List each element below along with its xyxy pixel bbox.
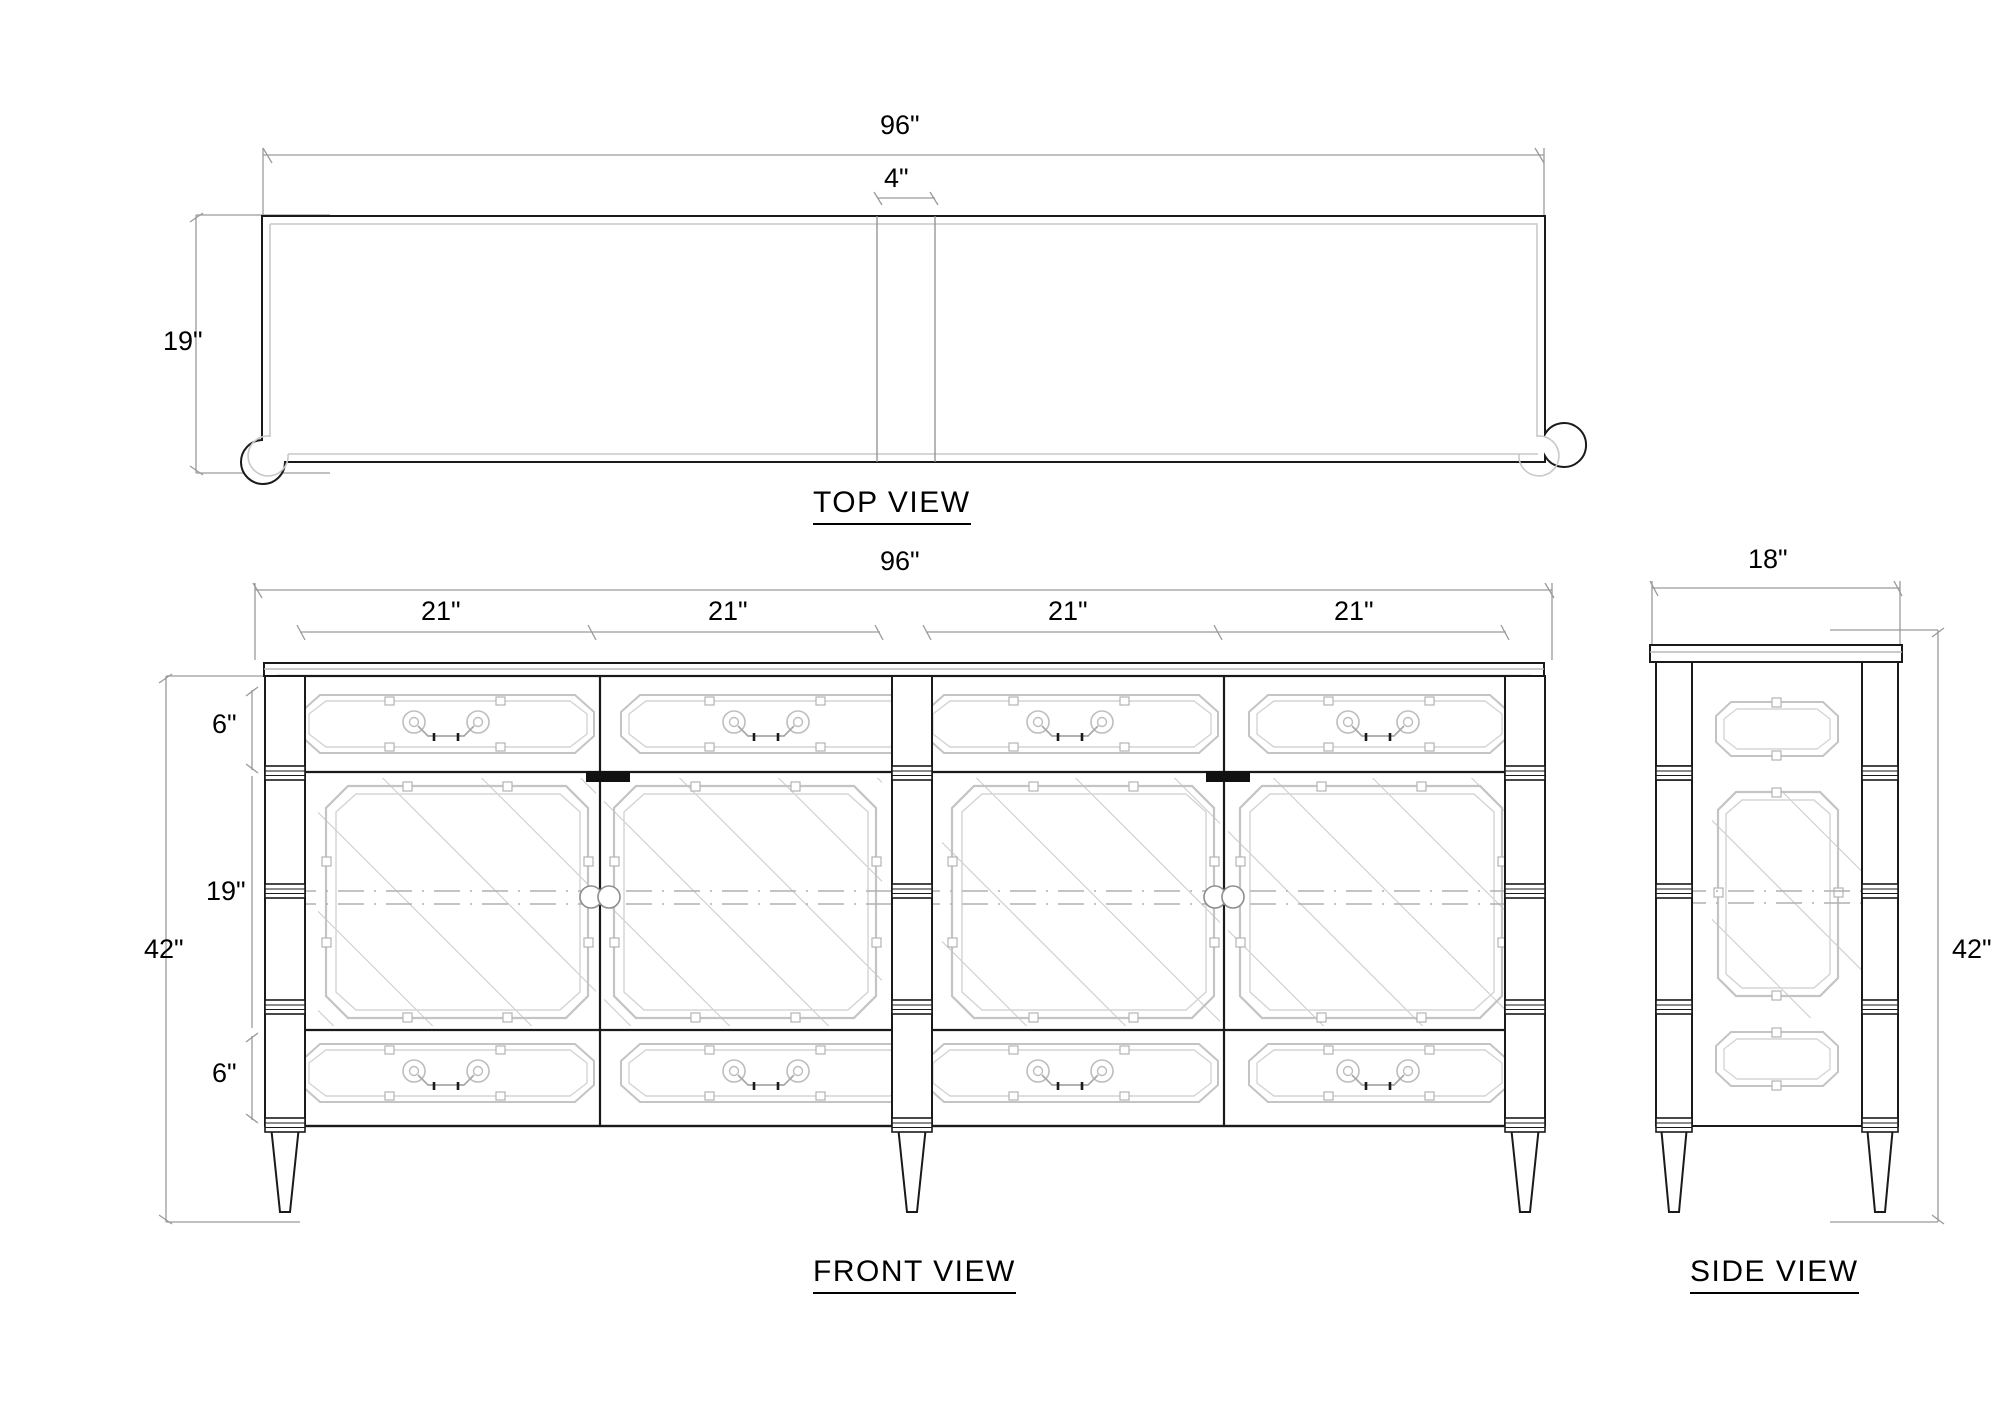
top-view-width-dimension: [262, 147, 1545, 215]
drawer-pull-icon[interactable]: [1026, 1059, 1114, 1090]
door-panel-4[interactable]: [1228, 778, 1508, 1026]
front-view-leg-center: [891, 675, 933, 1213]
drawer-pull-icon[interactable]: [402, 710, 490, 741]
drawer-pull-icon[interactable]: [402, 1059, 490, 1090]
front-view-bottom-drawer-dimension: [245, 1032, 259, 1124]
dim-front-bay-3: 21": [1048, 596, 1088, 626]
door-panel-3[interactable]: [942, 778, 1220, 1026]
dim-front-door-height: 19": [206, 876, 246, 906]
front-view-height-dimension: [158, 673, 300, 1225]
dim-front-overall-width: 96": [880, 546, 920, 576]
dim-front-top-drawer: 6": [212, 709, 237, 739]
dim-front-bay-4: 21": [1334, 596, 1374, 626]
top-view-group: [189, 147, 1588, 485]
dim-side-depth: 18": [1748, 544, 1788, 574]
dim-side-overall-height: 42": [1952, 934, 1992, 964]
front-view-top-drawers: [300, 694, 1510, 782]
side-view-leg-back: [1861, 661, 1899, 1213]
front-view-group: [158, 582, 1555, 1225]
front-view-label: FRONT VIEW: [813, 1255, 1016, 1294]
drawer-panel-bottom-4[interactable]: [1248, 1043, 1510, 1103]
side-view-group: [1649, 580, 1945, 1225]
front-view-glass-doors: [290, 778, 1518, 1026]
side-view-top-cap: [1649, 644, 1903, 663]
side-panel-glass: [1680, 787, 1888, 1018]
dim-front-bay-1: 21": [421, 596, 461, 626]
top-view-label: TOP VIEW: [813, 486, 971, 525]
front-view-centerline: [290, 890, 1518, 905]
front-view-leg-left: [264, 675, 306, 1213]
door-knob-right[interactable]: [1203, 885, 1245, 909]
top-view-center-band-dimension: [873, 191, 939, 206]
side-view-centerline: [1680, 890, 1872, 904]
front-view-top-cap: [263, 662, 1545, 677]
drawer-pull-icon[interactable]: [722, 1059, 810, 1090]
dim-front-overall-height: 42": [144, 934, 184, 964]
dim-front-bay-2: 21": [708, 596, 748, 626]
side-view-label: SIDE VIEW: [1690, 1255, 1859, 1294]
drawer-pull-icon[interactable]: [1336, 1059, 1420, 1090]
top-view-slab: [240, 215, 1588, 485]
door-knob-left[interactable]: [579, 885, 621, 909]
front-view-width-dimension: [252, 582, 1555, 660]
dim-top-depth: 19": [163, 326, 203, 356]
door-panel-2[interactable]: [604, 778, 882, 1026]
front-view-bay-dimensions: [296, 624, 1510, 641]
side-panel-lower: [1715, 1027, 1839, 1091]
drawer-panel-top-4[interactable]: [1248, 694, 1510, 754]
dim-top-center-band: 4": [884, 163, 909, 193]
dim-front-bottom-drawer: 6": [212, 1058, 237, 1088]
drawer-pull-icon[interactable]: [722, 710, 810, 741]
side-panel-upper: [1715, 697, 1839, 761]
latch-mark-left: [586, 771, 630, 782]
dim-top-overall-width: 96": [880, 110, 920, 140]
side-view-height-dimension: [1830, 627, 1945, 1225]
drawer-pull-icon[interactable]: [1336, 710, 1420, 741]
side-view-leg-front: [1655, 661, 1693, 1213]
latch-mark-right: [1206, 771, 1250, 782]
door-panel-1[interactable]: [318, 778, 596, 1026]
front-view-top-drawer-dimension: [245, 686, 259, 774]
drawer-pull-icon[interactable]: [1026, 710, 1114, 741]
front-view-leg-right: [1504, 675, 1546, 1213]
